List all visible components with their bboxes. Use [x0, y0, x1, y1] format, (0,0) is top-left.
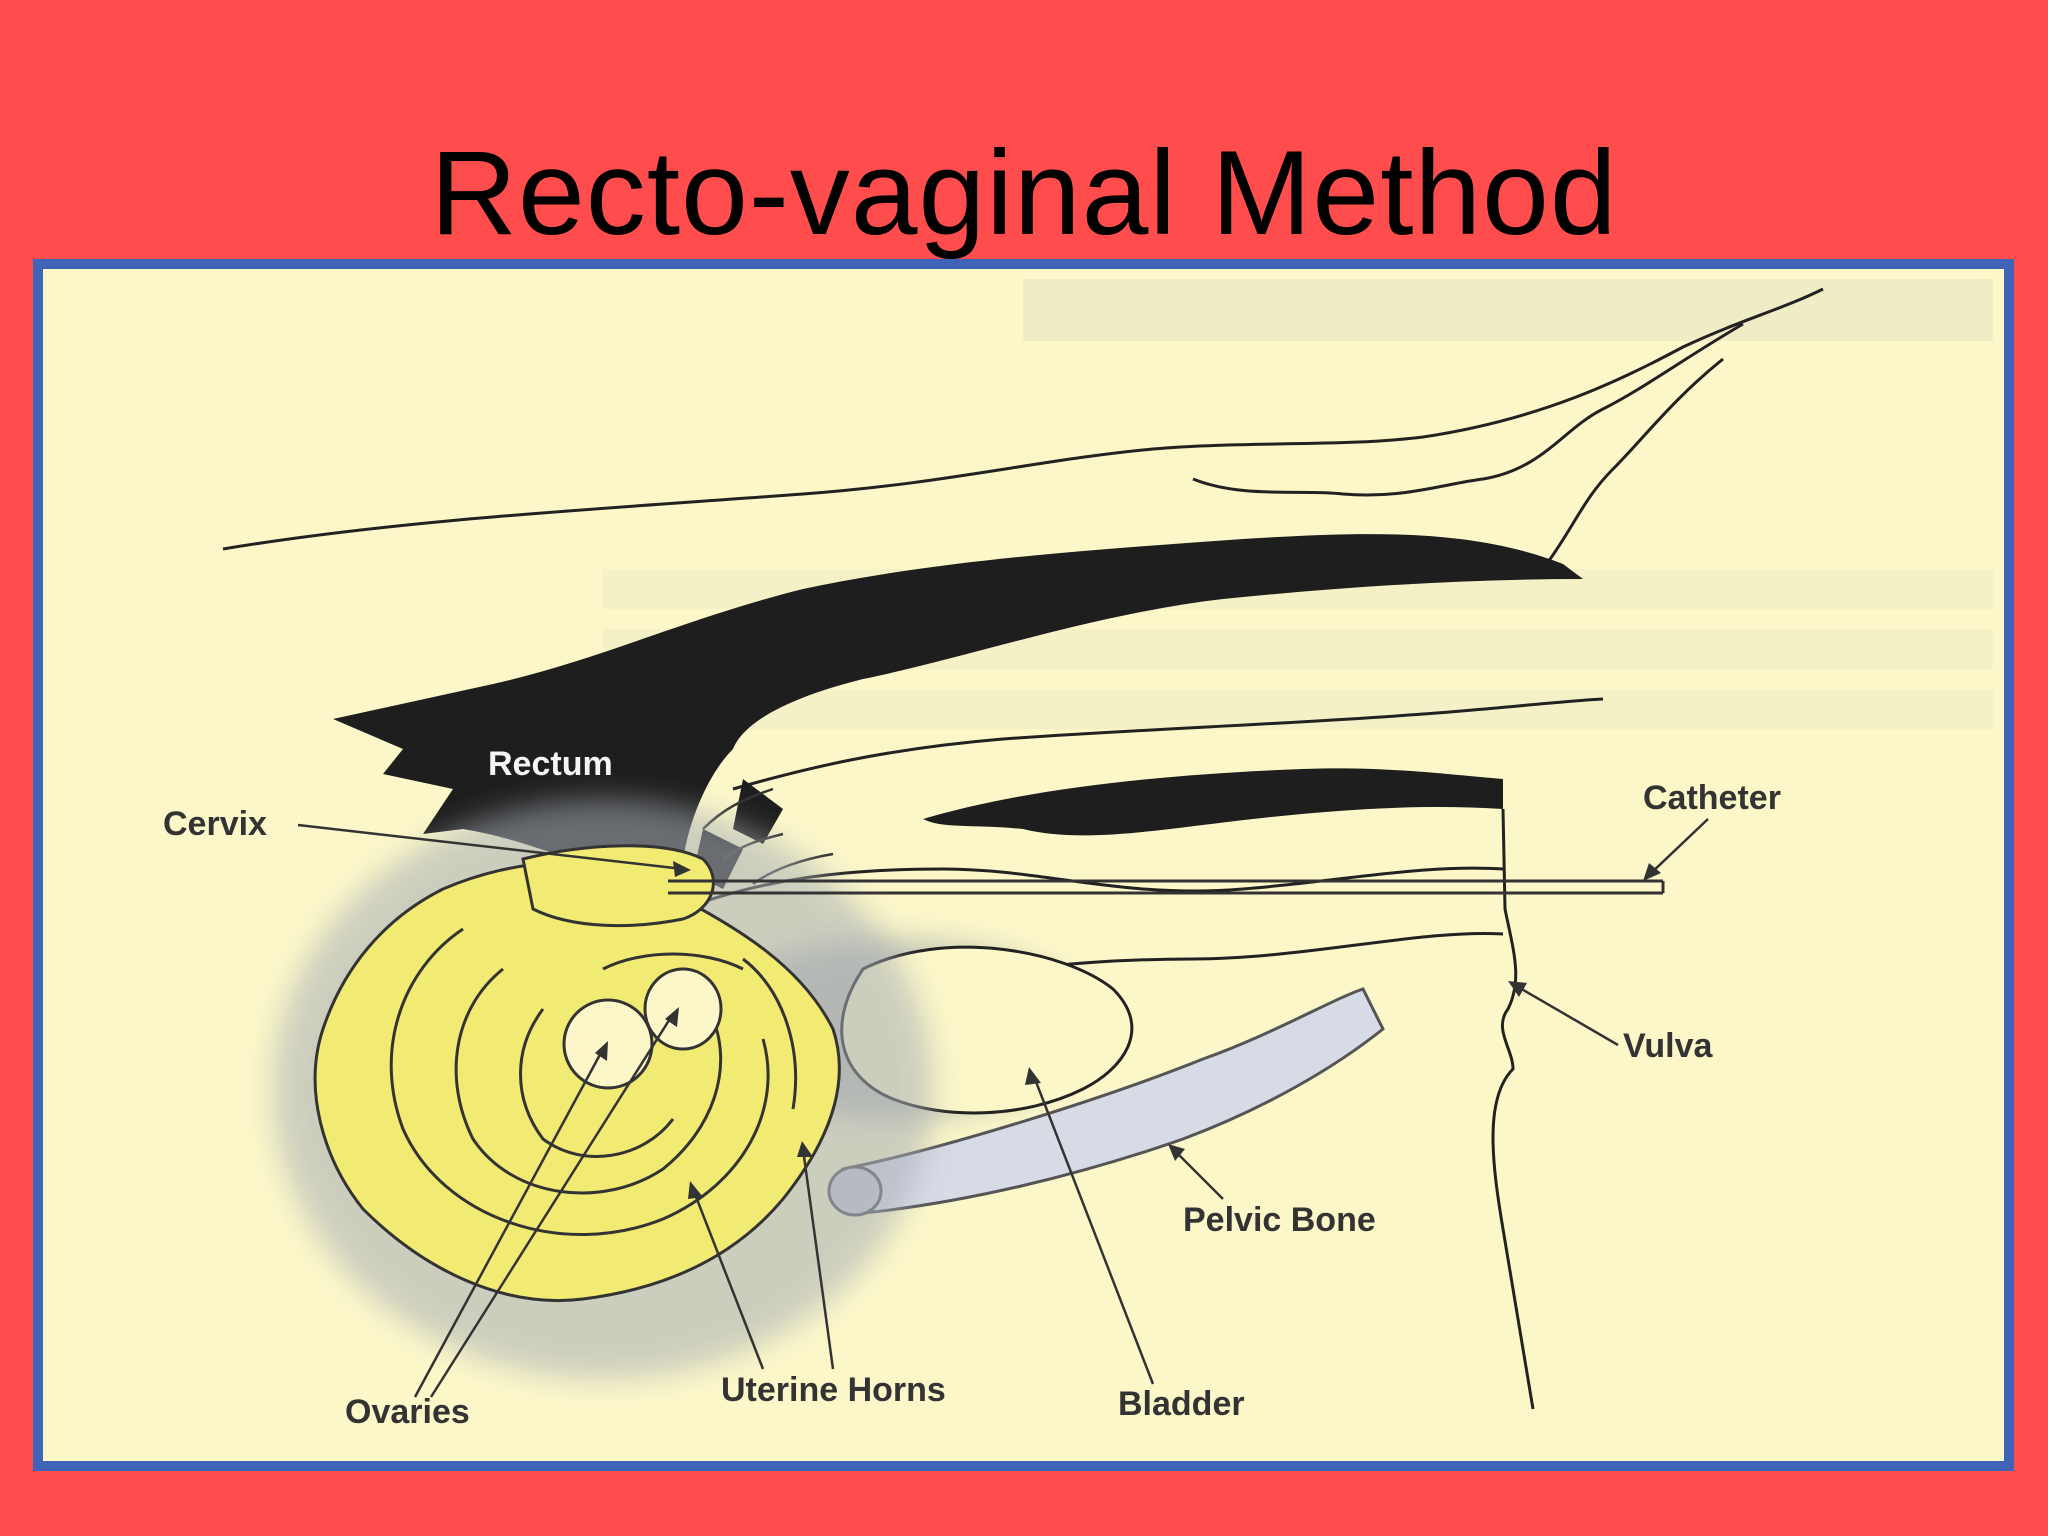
uterine-horn-coils [389, 927, 797, 1237]
cervix-label: Cervix [163, 805, 267, 843]
catheter-label: Catheter [1643, 779, 1781, 817]
vagina-upper-wall [732, 697, 1604, 791]
ovaries-label: Ovaries [345, 1393, 470, 1431]
tail-outline [1192, 322, 1744, 497]
bladder-label: Bladder [1118, 1385, 1245, 1423]
anatomy-diagram: Rectum [163, 279, 1993, 1431]
cervix-shape [521, 844, 715, 928]
anatomy-figure: Rectum [33, 259, 2014, 1471]
slide-title: Recto-vaginal Method [430, 126, 1618, 260]
pelvic-bone-label: Pelvic Bone [1183, 1201, 1376, 1239]
back-outline [222, 287, 1824, 551]
ovary-right [643, 967, 723, 1051]
rectum-shape [333, 534, 1583, 881]
arrowheads [595, 861, 1661, 1199]
leader-lines [297, 818, 1709, 1398]
vagina-dark-band [923, 768, 1503, 836]
pelvic-bone-shape [841, 987, 1385, 1216]
catheter-shape [668, 879, 1665, 895]
croup-outline [1541, 357, 1724, 570]
rectum-label: Rectum [488, 745, 613, 783]
vulva-label: Vulva [1623, 1027, 1714, 1065]
uterine-horns-label: Uterine Horns [721, 1371, 946, 1409]
ovary-left [562, 998, 654, 1090]
vulva-outline [1491, 808, 1535, 1410]
